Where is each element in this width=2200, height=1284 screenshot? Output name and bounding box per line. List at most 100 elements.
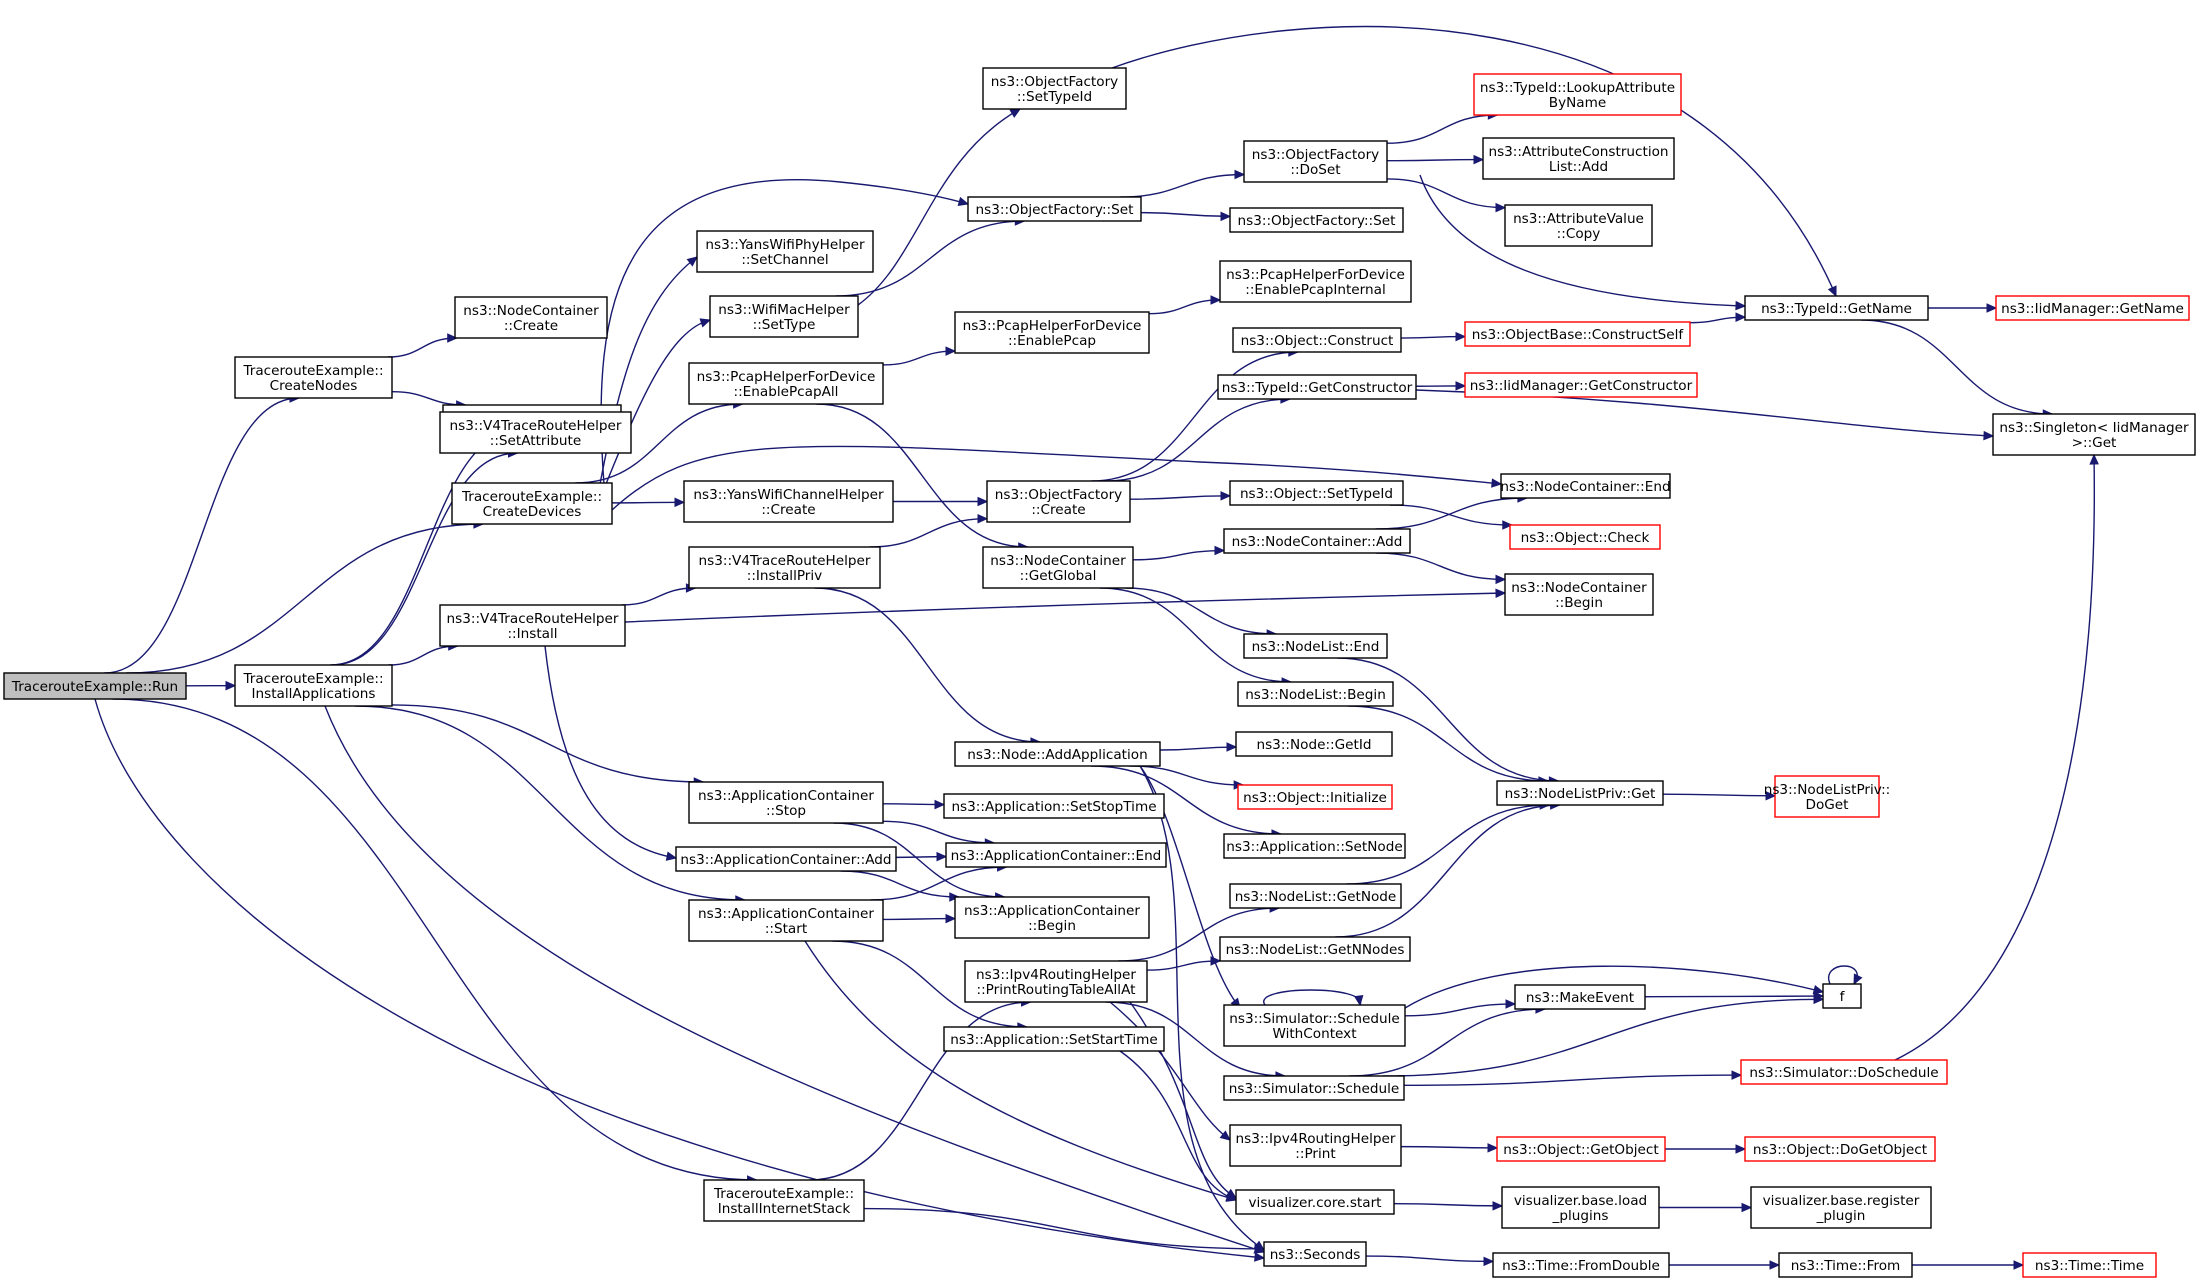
node-nlPrivGet[interactable]: ns3::NodeListPriv::Get xyxy=(1496,780,1664,806)
node-v4InstallPriv[interactable]: ns3::V4TraceRouteHelper::InstallPriv xyxy=(688,546,881,589)
node-installApps[interactable]: TracerouteExample::InstallApplications xyxy=(234,664,393,707)
node-v4SetAttr[interactable]: ns3::V4TraceRouteHelper::SetAttribute xyxy=(439,411,632,454)
node-objSetTypeId[interactable]: ns3::Object::SetTypeId xyxy=(1229,480,1404,506)
node-acStart[interactable]: ns3::ApplicationContainer::Start xyxy=(688,899,884,942)
edge-installApps-to-acStop xyxy=(391,704,705,787)
node-nodeAddApp[interactable]: ns3::Node::AddApplication xyxy=(954,741,1161,767)
edge-simScheduleWC-to-makeEvent xyxy=(1404,999,1517,1017)
edge-run-to-installApps xyxy=(185,680,237,691)
node-ofDoSet[interactable]: ns3::ObjectFactory::DoSet xyxy=(1243,140,1388,183)
node-label: ::InstallPriv xyxy=(747,568,822,584)
node-objCheck[interactable]: ns3::Object::Check xyxy=(1509,524,1661,550)
node-appSetStartTime[interactable]: ns3::Application::SetStartTime xyxy=(943,1026,1165,1052)
node-ncCreate[interactable]: ns3::NodeContainer::Create xyxy=(454,296,608,339)
node-box xyxy=(1219,260,1412,303)
node-appSetStopTime[interactable]: ns3::Application::SetStopTime xyxy=(943,793,1165,819)
node-box xyxy=(234,356,393,399)
edge-createDevices-to-ncEnd xyxy=(611,445,1503,511)
edge-pcapEnableAll-to-ncGetGlobal xyxy=(816,403,1029,552)
node-label: ns3::Object::Check xyxy=(1521,530,1650,546)
node-ipv4PrintAll[interactable]: ns3::Ipv4RoutingHelper::PrintRoutingTabl… xyxy=(964,960,1148,1003)
edge-typeIdGetName-to-iidGetName xyxy=(1927,303,1998,313)
node-simSchedule[interactable]: ns3::Simulator::Schedule xyxy=(1223,1075,1405,1101)
node-timeFromDouble[interactable]: ns3::Time::FromDouble xyxy=(1492,1252,1670,1278)
node-label: ns3::Object::DoGetObject xyxy=(1753,1142,1927,1158)
node-label: ns3::Object::Initialize xyxy=(1243,790,1387,806)
node-label: f xyxy=(1840,989,1846,1005)
node-label: ns3::ObjectBase::ConstructSelf xyxy=(1472,327,1685,343)
node-label: ns3::NodeContainer::Add xyxy=(1232,534,1403,550)
node-ncBegin[interactable]: ns3::NodeContainer::Begin xyxy=(1504,573,1654,616)
edge-ofDoSet-to-attrConstrAdd xyxy=(1386,154,1485,165)
node-label: ns3::ApplicationContainer::End xyxy=(951,848,1162,864)
edge-simScheduleWC-to-simScheduleWC xyxy=(1263,989,1364,1007)
node-simDoSchedule[interactable]: ns3::Simulator::DoSchedule xyxy=(1740,1059,1948,1085)
node-box xyxy=(1229,883,1402,909)
node-label: ns3::Object::GetObject xyxy=(1503,1142,1658,1158)
node-label: ns3::NodeList::GetNode xyxy=(1235,889,1397,905)
node-box xyxy=(703,1179,865,1222)
node-nlBegin[interactable]: ns3::NodeList::Begin xyxy=(1237,681,1394,707)
node-wifiMacSetType[interactable]: ns3::WifiMacHelper::SetType xyxy=(709,295,859,338)
node-ncGetGlobal[interactable]: ns3::NodeContainer::GetGlobal xyxy=(982,546,1134,589)
node-f[interactable]: f xyxy=(1822,983,1862,1009)
node-label: ns3::IidManager::GetName xyxy=(2001,301,2184,317)
node-typeIdGetCtor[interactable]: ns3::TypeId::GetConstructor xyxy=(1217,374,1417,400)
node-objBaseConstructSelf[interactable]: ns3::ObjectBase::ConstructSelf xyxy=(1464,321,1691,347)
node-timeFrom[interactable]: ns3::Time::From xyxy=(1778,1252,1913,1278)
node-typeIdGetName[interactable]: ns3::TypeId::GetName xyxy=(1744,295,1929,321)
node-box xyxy=(1237,784,1393,810)
node-iidGetName[interactable]: ns3::IidManager::GetName xyxy=(1995,295,2190,321)
node-box xyxy=(683,480,894,523)
node-ncEnd[interactable]: ns3::NodeContainer::End xyxy=(1500,473,1671,499)
node-acStop[interactable]: ns3::ApplicationContainer::Stop xyxy=(688,781,884,824)
node-vizRegisterPlugin[interactable]: visualizer.base.register_plugin xyxy=(1750,1186,1932,1229)
node-ofSet[interactable]: ns3::ObjectFactory::Set xyxy=(967,196,1142,222)
node-createDevices[interactable]: TracerouteExample::CreateDevices xyxy=(451,482,613,525)
node-acBegin[interactable]: ns3::ApplicationContainer::Begin xyxy=(954,896,1150,939)
node-createNodes[interactable]: TracerouteExample::CreateNodes xyxy=(234,356,393,399)
edge-run-to-seconds xyxy=(94,698,1266,1262)
node-makeEvent[interactable]: ns3::MakeEvent xyxy=(1514,984,1646,1010)
edge-nlGetNNodes-to-nlPrivGet xyxy=(1335,800,1561,938)
node-ipv4Print[interactable]: ns3::Ipv4RoutingHelper::Print xyxy=(1229,1124,1402,1167)
node-nodeGetId[interactable]: ns3::Node::GetId xyxy=(1235,731,1393,757)
node-label: ::Create xyxy=(1031,502,1085,518)
node-acEnd[interactable]: ns3::ApplicationContainer::End xyxy=(945,842,1167,868)
node-ncAdd[interactable]: ns3::NodeContainer::Add xyxy=(1223,528,1411,554)
node-pcapEnableInternal[interactable]: ns3::PcapHelperForDevice::EnablePcapInte… xyxy=(1219,260,1412,303)
node-objGetObject[interactable]: ns3::Object::GetObject xyxy=(1496,1136,1666,1162)
node-singletonGet[interactable]: ns3::Singleton< IidManager>::Get xyxy=(1992,413,2196,456)
node-timeTime[interactable]: ns3::Time::Time xyxy=(2022,1252,2157,1278)
node-ofCreate[interactable]: ns3::ObjectFactory::Create xyxy=(986,480,1131,523)
node-pcapEnablePcap[interactable]: ns3::PcapHelperForDevice::EnablePcap xyxy=(954,311,1150,354)
node-attrValueCopy[interactable]: ns3::AttributeValue::Copy xyxy=(1504,204,1653,247)
edge-objBaseConstructSelf-to-typeIdGetName xyxy=(1689,312,1747,324)
node-appSetNode[interactable]: ns3::Application::SetNode xyxy=(1223,833,1406,859)
node-v4Install[interactable]: ns3::V4TraceRouteHelper::Install xyxy=(439,604,626,647)
node-ofSet2[interactable]: ns3::ObjectFactory::Set xyxy=(1229,207,1404,233)
node-objConstruct[interactable]: ns3::Object::Construct xyxy=(1232,327,1402,353)
node-installInternet[interactable]: TracerouteExample::InstallInternetStack xyxy=(703,1179,865,1222)
node-pcapEnableAll[interactable]: ns3::PcapHelperForDevice::EnablePcapAll xyxy=(688,362,884,405)
node-acAdd[interactable]: ns3::ApplicationContainer::Add xyxy=(675,846,897,872)
node-nlPrivDoGet[interactable]: ns3::NodeListPriv::DoGet xyxy=(1764,775,1891,818)
node-objInitialize[interactable]: ns3::Object::Initialize xyxy=(1237,784,1393,810)
node-nlGetNode[interactable]: ns3::NodeList::GetNode xyxy=(1229,883,1402,909)
node-yansPhySetChannel[interactable]: ns3::YansWifiPhyHelper::SetChannel xyxy=(696,230,874,273)
node-objDoGetObject[interactable]: ns3::Object::DoGetObject xyxy=(1744,1136,1936,1162)
node-yansChannelCreate[interactable]: ns3::YansWifiChannelHelper::Create xyxy=(683,480,894,523)
node-iidGetConstructor[interactable]: ns3::IidManager::GetConstructor xyxy=(1464,372,1698,398)
node-vizLoadPlugins[interactable]: visualizer.base.load_plugins xyxy=(1501,1186,1660,1229)
node-nlGetNNodes[interactable]: ns3::NodeList::GetNNodes xyxy=(1219,936,1411,962)
node-label: ns3::NodeContainer xyxy=(463,303,599,319)
node-box xyxy=(1504,573,1654,616)
node-ofSetTypeId[interactable]: ns3::ObjectFactory::SetTypeId xyxy=(982,67,1127,110)
node-seconds[interactable]: ns3::Seconds xyxy=(1263,1241,1367,1267)
node-run[interactable]: TracerouteExample::Run xyxy=(3,672,187,700)
node-nlEnd[interactable]: ns3::NodeList::End xyxy=(1243,633,1388,659)
node-vizStart[interactable]: visualizer.core.start xyxy=(1235,1189,1395,1215)
